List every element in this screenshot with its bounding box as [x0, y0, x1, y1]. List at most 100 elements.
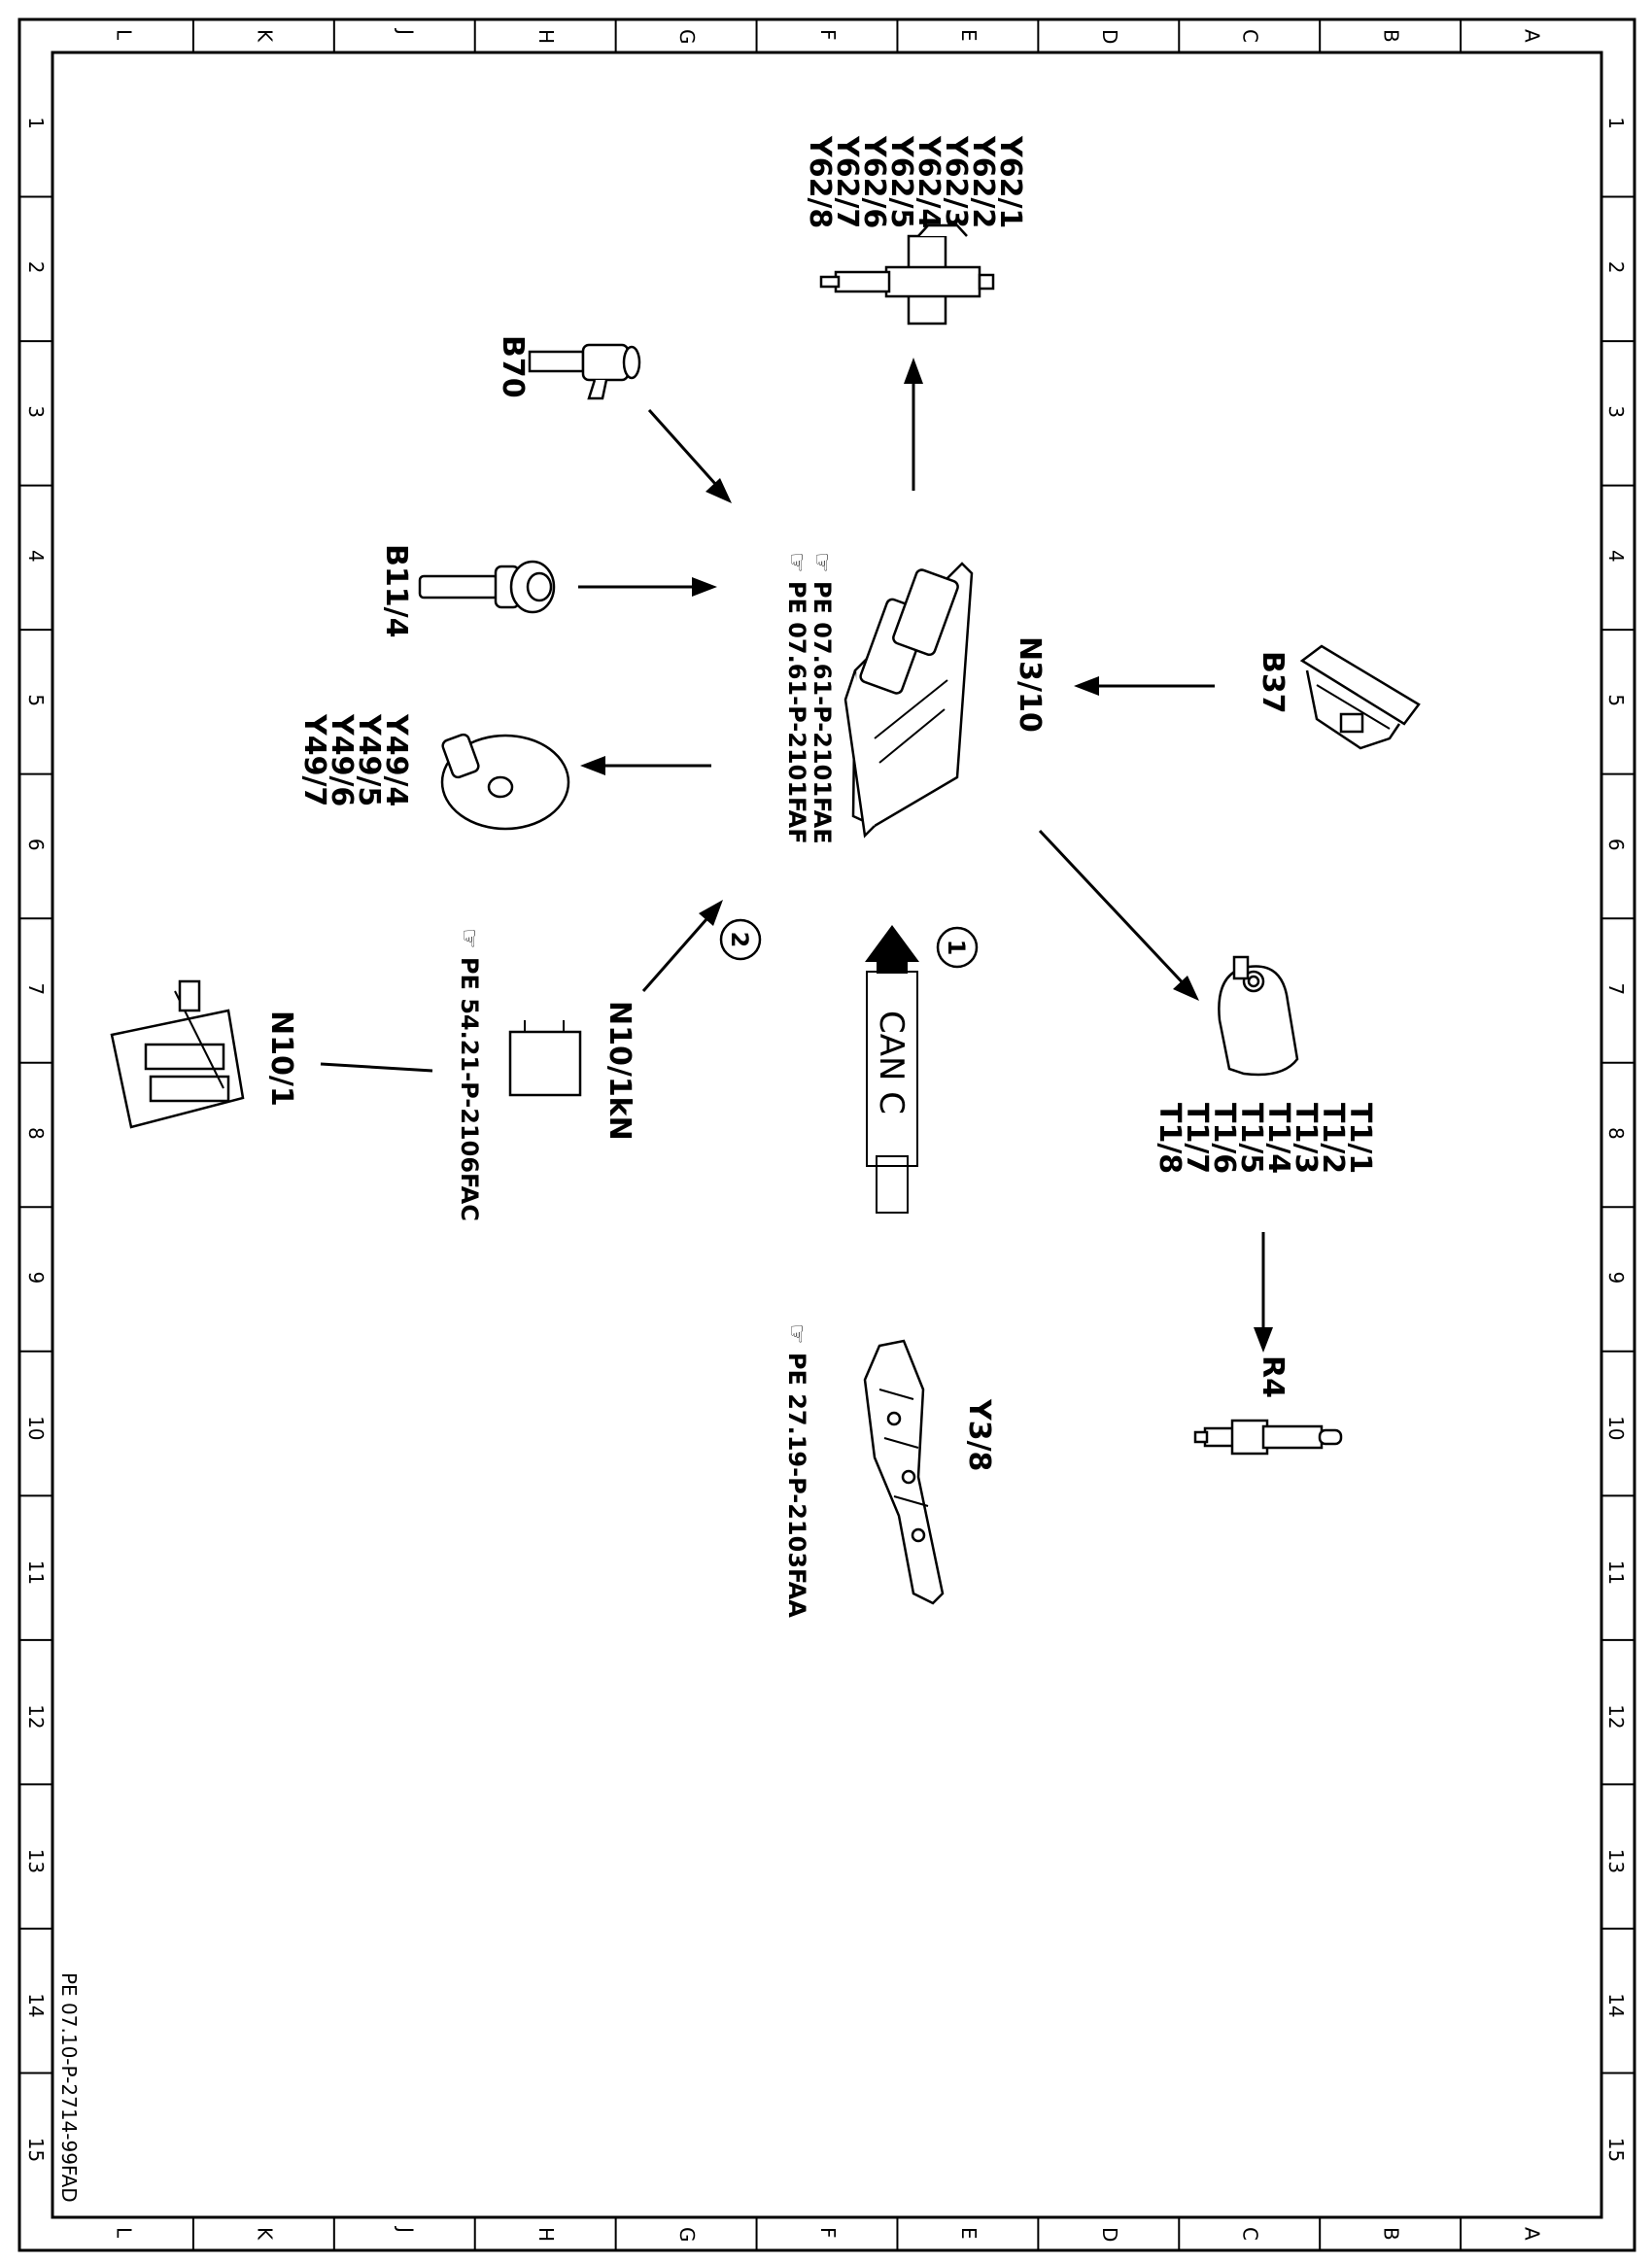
spark-plug-icon: [1193, 1419, 1343, 1456]
ignition-coil-label: T1/8: [1153, 1103, 1187, 1174]
column-letter-top: J: [394, 27, 417, 35]
camshaft-adjuster-label: Y49/4: [379, 713, 413, 806]
row-number-left: 13: [24, 1849, 48, 1873]
column-letter-bottom: D: [1098, 2227, 1121, 2242]
row-number-left: 6: [24, 839, 48, 851]
row-number-left: 15: [24, 2138, 48, 2162]
ecu-icon: [843, 562, 974, 839]
camshaft-sensor-icon: [528, 343, 641, 400]
ecu-label: N3/10: [1013, 636, 1047, 733]
can-bus-arrow: [865, 925, 919, 1214]
ignition-coil-label: T1/6: [1207, 1103, 1241, 1174]
transmission-control-icon: [863, 1339, 945, 1605]
row-number-right: 4: [1604, 550, 1628, 563]
column-letter-bottom: K: [253, 2227, 276, 2241]
column-letter-bottom: E: [957, 2227, 981, 2240]
callout-1: 1: [936, 926, 979, 969]
row-number-left: 7: [24, 982, 48, 995]
component-labels: Y62/1Y62/2Y62/3Y62/4Y62/5Y62/6Y62/7Y62/8…: [264, 135, 1377, 1618]
column-letter-bottom: F: [816, 2227, 840, 2239]
row-number-left: 9: [24, 1272, 48, 1285]
column-letter-bottom: A: [1521, 2227, 1544, 2241]
arrowhead: [580, 756, 605, 775]
ecu-reference: ☞ PE 07.61-P-2101FAE: [809, 552, 836, 844]
transmission-reference: ☞ PE 27.19-P-2103FAA: [783, 1323, 810, 1618]
pedal-sensor-label: B37: [1256, 651, 1290, 714]
injector-label: Y62/4: [912, 135, 946, 228]
sam-reference: ☞ PE 54.21-P-2106FAC: [456, 928, 483, 1221]
camshaft-adjuster-label: Y49/6: [325, 713, 359, 806]
can-bus-label: CAN C: [872, 1011, 911, 1114]
svg-text:2: 2: [726, 932, 753, 948]
row-number-right: 11: [1604, 1560, 1628, 1585]
row-number-right: 13: [1604, 1849, 1628, 1873]
ignition-coil-label: T1/3: [1289, 1103, 1323, 1174]
arrowhead: [1254, 1327, 1273, 1353]
row-number-left: 5: [24, 694, 48, 706]
camshaft-adjuster-icon: [440, 733, 570, 831]
document-number: PE 07.10-P-2714-99FAD: [57, 1972, 81, 2203]
injector-icon: [819, 223, 995, 326]
column-letter-top: A: [1521, 29, 1544, 43]
outer-frame: [17, 17, 1636, 2252]
arrowhead: [1074, 676, 1099, 696]
column-letter-top: H: [534, 29, 558, 44]
relay-label: N10/1kN: [602, 1001, 637, 1141]
column-letter-top: F: [816, 29, 840, 41]
row-number-right: 7: [1604, 982, 1628, 995]
arrow-from-b70: [647, 408, 726, 496]
ignition-coil-icon: [1218, 955, 1299, 1077]
sam-module-label: N10/1: [264, 1011, 298, 1107]
row-number-right: 12: [1604, 1704, 1628, 1729]
camshaft-adjuster-label: Y49/7: [297, 713, 331, 806]
ignition-coil-label: T1/5: [1234, 1103, 1268, 1174]
row-number-right: 10: [1604, 1416, 1628, 1440]
column-letter-bottom: J: [394, 2225, 417, 2233]
row-number-right: 8: [1604, 1127, 1628, 1140]
temperature-sensor-icon: [418, 560, 556, 614]
column-letter-bottom: B: [1380, 2227, 1403, 2241]
arrow-from-relay: [641, 909, 716, 992]
injector-label: Y62/8: [803, 135, 837, 228]
row-number-right: 15: [1604, 2138, 1628, 2162]
camshaft-sensor-label: B70: [496, 335, 530, 398]
ecu-reference: ☞ PE 07.61-P-2101FAF: [783, 552, 810, 844]
temperature-sensor-label: B11/4: [379, 544, 413, 637]
injector-label: Y62/1: [993, 135, 1027, 228]
row-number-right: 3: [1604, 405, 1628, 418]
column-letter-top: L: [112, 29, 135, 41]
row-number-left: 14: [24, 1993, 48, 2017]
row-number-left: 12: [24, 1704, 48, 1729]
arrowhead: [706, 478, 732, 503]
injector-label: Y62/6: [857, 135, 891, 228]
row-number-left: 4: [24, 550, 48, 563]
injector-label: Y62/7: [830, 135, 864, 228]
column-letter-top: D: [1098, 29, 1121, 44]
ignition-coil-label: T1/2: [1316, 1103, 1350, 1174]
row-number-right: 9: [1604, 1272, 1628, 1285]
transmission-control-label: Y3/8: [962, 1398, 996, 1471]
row-number-left: 1: [24, 117, 48, 129]
row-number-right: 14: [1604, 1993, 1628, 2017]
row-number-right: 5: [1604, 694, 1628, 706]
spark-plug-label: R4: [1256, 1355, 1290, 1398]
ignition-coil-label: T1/4: [1261, 1103, 1295, 1174]
injector-label: Y62/5: [884, 135, 918, 228]
column-letter-top: C: [1239, 29, 1262, 43]
row-number-left: 8: [24, 1127, 48, 1140]
injector-label: Y62/2: [966, 135, 1000, 228]
injector-label: Y62/3: [939, 135, 973, 228]
arrow-to-ignition-coils: [1038, 829, 1192, 993]
column-letter-bottom: C: [1239, 2227, 1262, 2241]
column-letter-bottom: L: [112, 2227, 135, 2239]
row-number-left: 3: [24, 405, 48, 418]
row-number-left: 10: [24, 1416, 48, 1440]
row-number-left: 11: [24, 1560, 48, 1585]
ignition-coil-label: T1/7: [1180, 1103, 1214, 1174]
connector-line-n10-1: [320, 1062, 433, 1073]
column-letter-top: B: [1380, 29, 1403, 43]
arrowhead: [699, 900, 723, 926]
column-letter-bottom: H: [534, 2227, 558, 2242]
arrowhead: [904, 358, 923, 384]
